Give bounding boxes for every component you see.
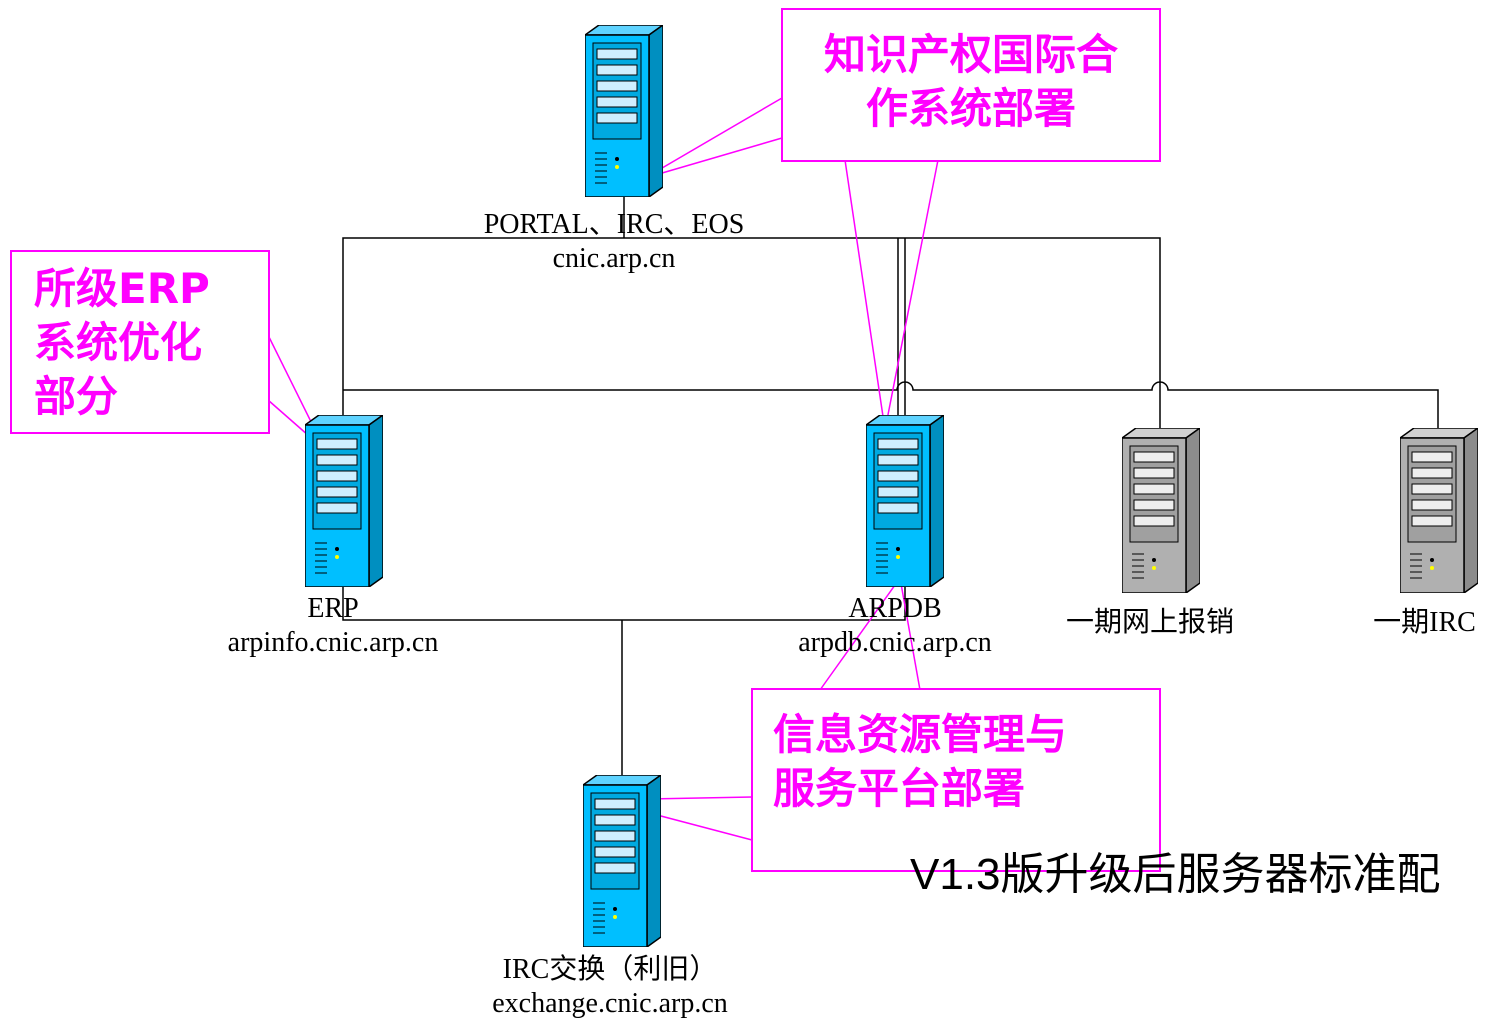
- server-erp-label: ERP arpinfo.cnic.arp.cn: [183, 592, 483, 660]
- server-erp-name: ERP: [307, 593, 359, 624]
- callout-erp-opt-line-2: 系统优化: [34, 318, 203, 367]
- callout-erp-opt-line-3: 部分: [34, 372, 119, 421]
- server-arpdb-label: ARPDB arpdb.cnic.arp.cn: [745, 592, 1045, 660]
- wire-middle-bus: [343, 381, 1439, 430]
- diagram-caption: V1.3版升级后服务器标准配: [910, 850, 1441, 899]
- server-portal-name: PORTAL、IRC、EOS: [483, 209, 745, 240]
- callout-ip-coop-line-1: 知识产权国际合: [823, 30, 1118, 79]
- callout-info-res-line-1: 信息资源管理与: [773, 710, 1068, 759]
- server-irc1-label: 一期IRC: [1362, 606, 1487, 640]
- server-portal-host: cnic.arp.cn: [552, 243, 676, 274]
- server-arpdb-icon: [866, 415, 944, 587]
- server-irc1-name: 一期IRC: [1373, 607, 1476, 638]
- callout-info-res-line-2: 服务平台部署: [773, 764, 1026, 813]
- server-portal-icon: [585, 25, 663, 197]
- callout-ip-coop: 知识产权国际合 作系统部署: [781, 8, 1161, 162]
- server-exchange-label: IRC交换（利旧） exchange.cnic.arp.cn: [460, 953, 760, 1021]
- server-exchange-name: IRC交换（利旧）: [502, 954, 718, 985]
- server-arpdb-host: arpdb.cnic.arp.cn: [798, 627, 992, 658]
- wire-bottom-loop: [342, 575, 906, 621]
- callout-info-res: 信息资源管理与 服务平台部署: [751, 688, 1161, 872]
- server-reimburse-name: 一期网上报销: [1065, 607, 1234, 638]
- callout-ip-coop-line-2: 作系统部署: [865, 84, 1076, 133]
- server-arpdb-name: ARPDB: [848, 593, 942, 624]
- server-reimburse-label: 一期网上报销: [1040, 606, 1260, 640]
- wire-top-bus: [342, 237, 1161, 430]
- server-erp-host: arpinfo.cnic.arp.cn: [227, 627, 439, 658]
- callout-erp-opt: 所级ERP 系统优化 部分: [10, 250, 270, 434]
- server-portal-label: PORTAL、IRC、EOS cnic.arp.cn: [454, 208, 774, 276]
- server-reimburse-icon: [1122, 428, 1200, 593]
- server-irc1-icon: [1400, 428, 1478, 593]
- server-exchange-icon: [583, 775, 661, 947]
- server-erp-icon: [305, 415, 383, 587]
- callout-erp-opt-line-1: 所级ERP: [34, 264, 210, 313]
- server-exchange-host: exchange.cnic.arp.cn: [492, 988, 728, 1019]
